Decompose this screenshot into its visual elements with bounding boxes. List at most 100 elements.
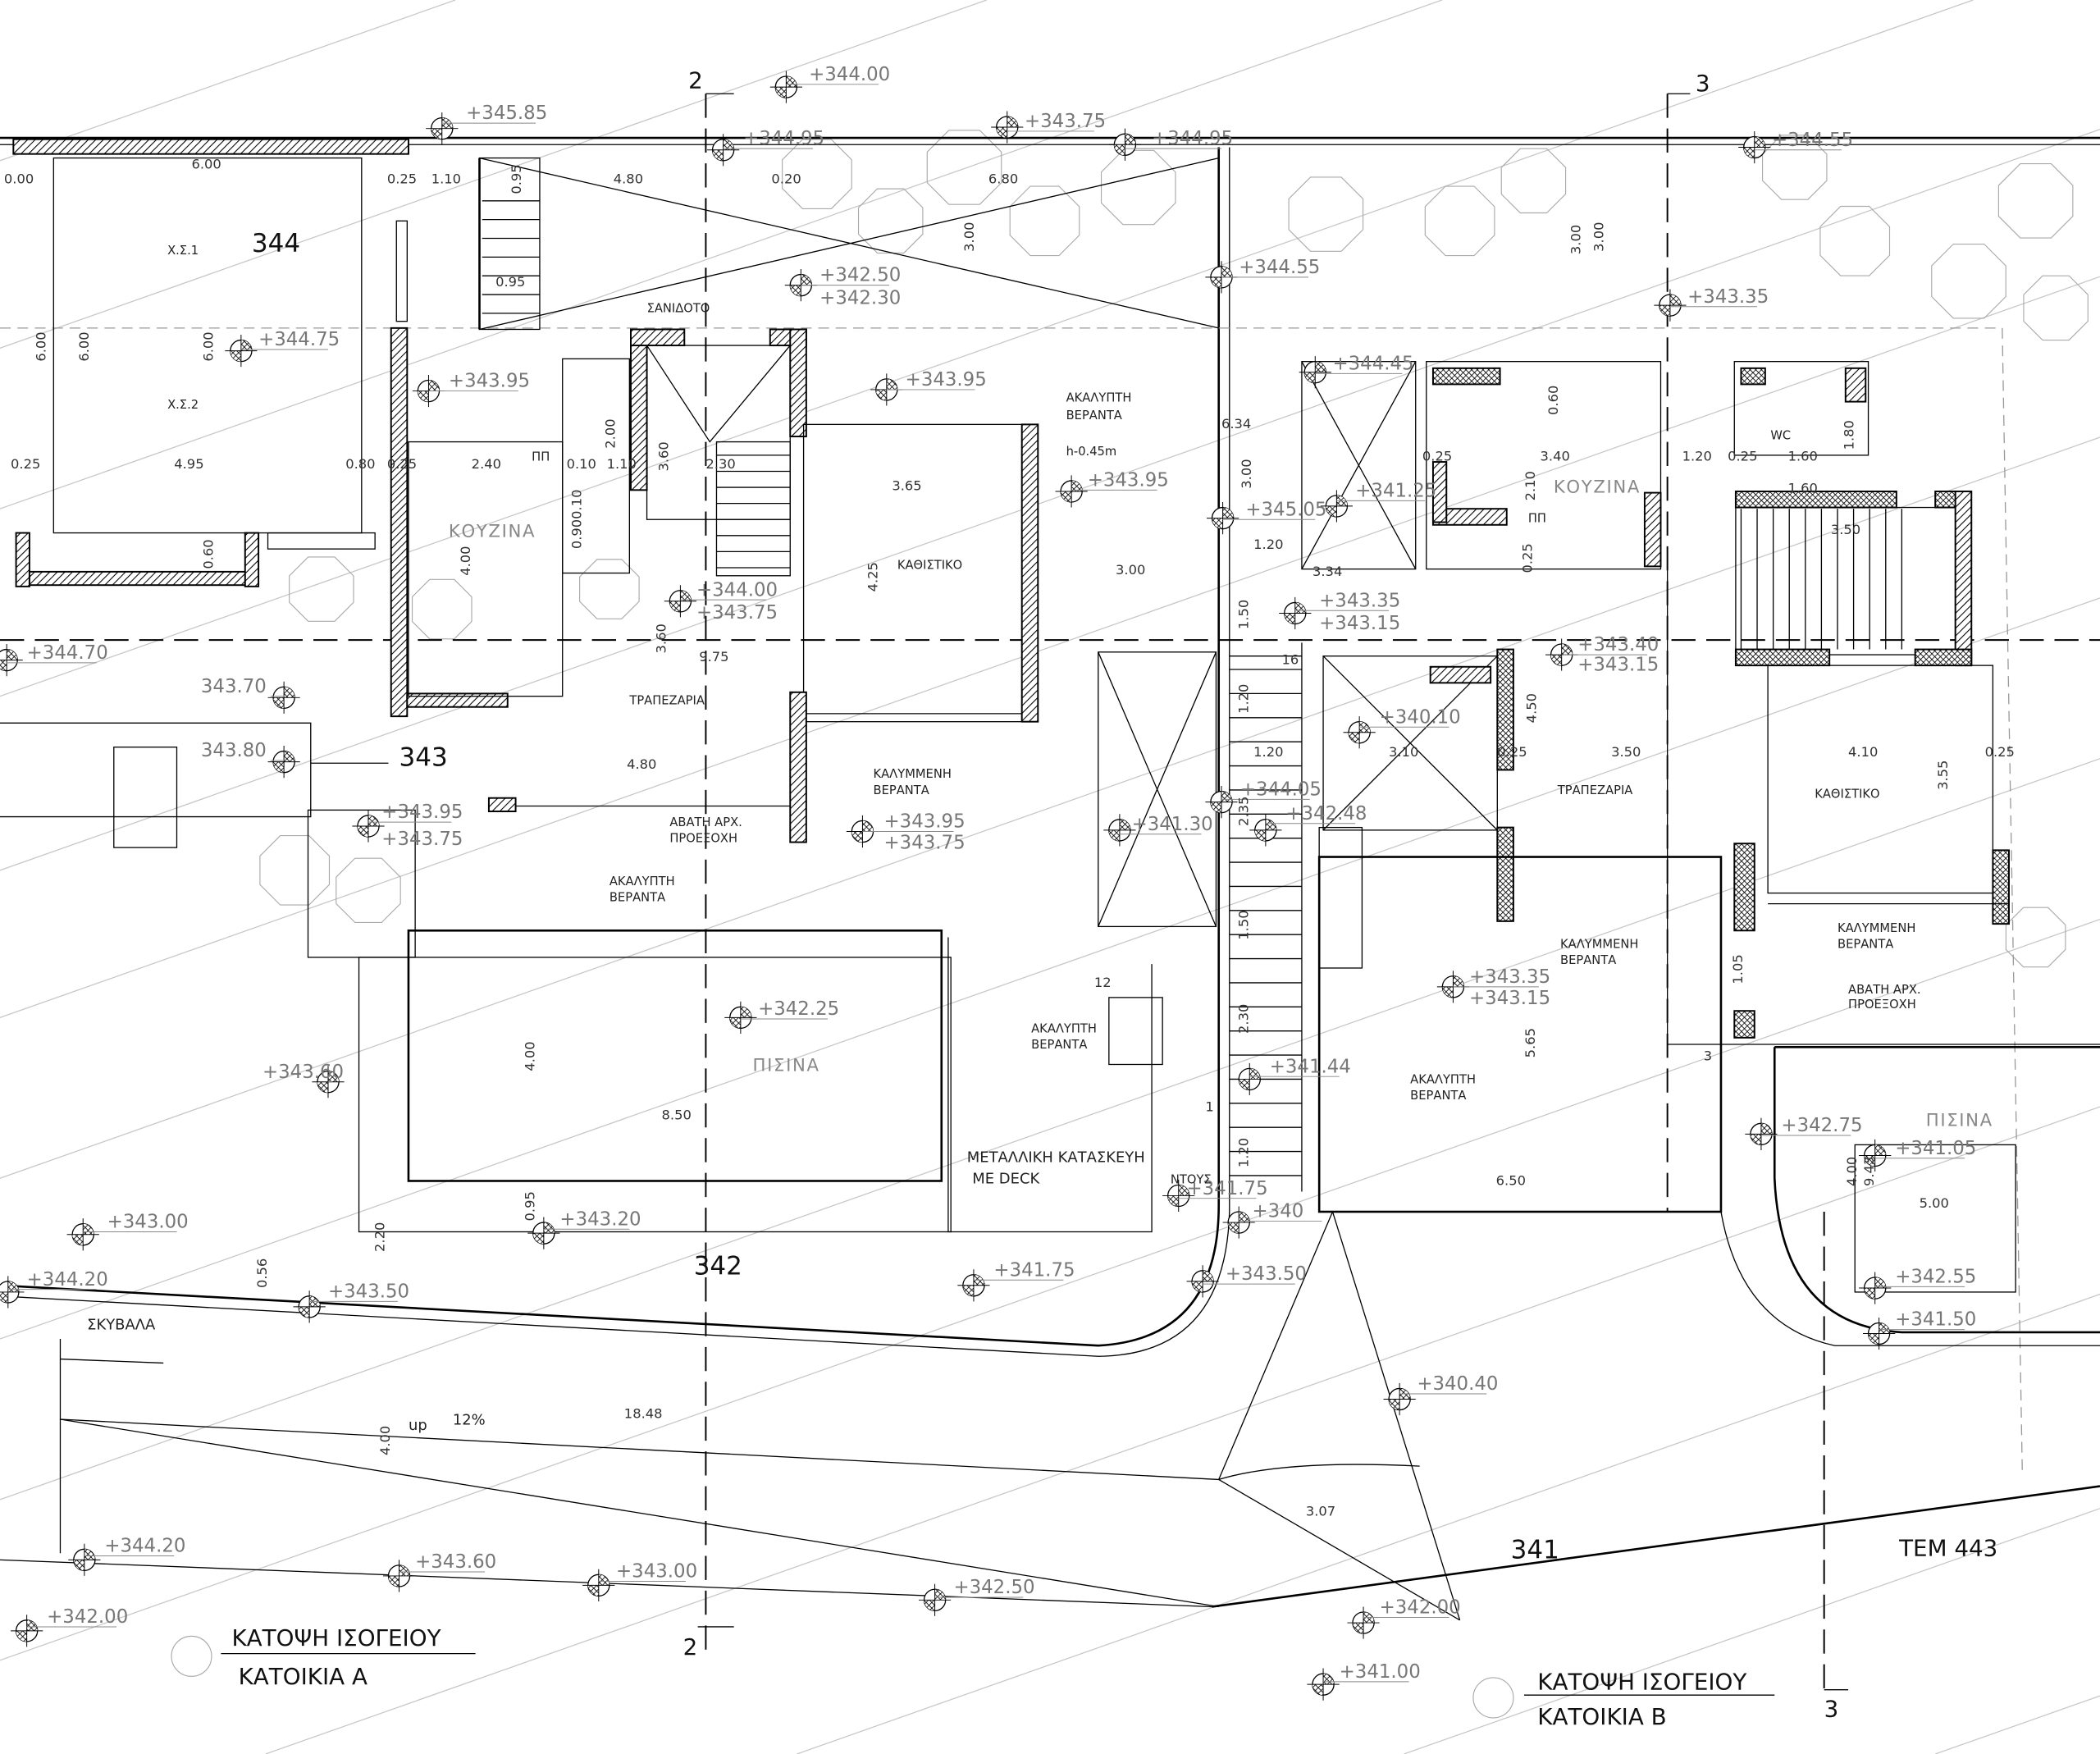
dimension-label: 4.50: [1524, 693, 1540, 723]
room-label: ΝΤΟΥΣ: [1171, 1173, 1212, 1187]
dimension-label: 2.20: [372, 1222, 388, 1252]
level-marker-icon: [0, 1276, 97, 1309]
level-marker-icon: [412, 374, 518, 408]
room-label: ΚΑΛΥΜΜΕΝΗ: [1838, 921, 1915, 935]
level-label: +343.75: [696, 602, 778, 623]
dimension-label: 0.25: [1497, 744, 1527, 760]
tree-icon: [336, 857, 401, 924]
level-label: 343.80: [201, 740, 267, 761]
room-label: WC: [1770, 428, 1791, 442]
level-marker-icon: [957, 1269, 1064, 1302]
dimension-label: 1.20: [1253, 744, 1283, 760]
dimension-label: 3.50: [1831, 522, 1860, 537]
room-label: ΑΚΑΛΥΠΤΗ: [1066, 391, 1132, 405]
plot-number-341: 341: [1511, 1536, 1559, 1565]
dimension-label: 9.43: [1861, 1157, 1877, 1186]
level-label: +343.50: [1226, 1263, 1307, 1285]
room-label: ΒΕΡΑΝΤΑ: [1838, 938, 1893, 952]
dimension-label: 4.00: [522, 1041, 537, 1071]
level-label: +342.25: [758, 998, 839, 1020]
dimension-label: 3: [1704, 1048, 1712, 1064]
level-marker-icon: [1383, 1382, 1487, 1416]
room-label: ΠΠ: [1528, 512, 1546, 526]
dimension-label: 2.30: [1236, 1004, 1252, 1034]
tree-icon: [2023, 275, 2089, 341]
level-label: +342.50: [953, 1577, 1034, 1598]
title-a-line1: ΚΑΤΟΨΗ ΙΣΟΓΕΙΟΥ: [231, 1624, 441, 1651]
room-label: ΒΕΡΑΝΤΑ: [1031, 1038, 1087, 1052]
tree-icon: [1931, 243, 2006, 319]
level-marker-icon: [1347, 1606, 1449, 1639]
dimension-label: 0.25: [1985, 744, 2015, 760]
room-label: ΒΕΡΑΝΤΑ: [609, 890, 665, 904]
level-marker-icon: [664, 585, 766, 618]
dimension-label: 2.35: [1236, 797, 1252, 826]
level-marker-icon: [1055, 475, 1157, 508]
dimension-label: 1.50: [1236, 910, 1252, 939]
plot-number-tem443: ΤΕΜ 443: [1898, 1534, 1997, 1561]
dimension-label: 3.00: [1116, 562, 1145, 578]
level-label: +340: [1253, 1201, 1304, 1222]
dimension-label: 2.10: [1522, 471, 1538, 500]
dimension-label: 3.34: [1312, 564, 1342, 579]
level-marker-icon: [724, 1001, 828, 1034]
section-2-top-label: 2: [688, 67, 703, 94]
level-marker-icon: [1279, 596, 1390, 630]
dimension-label: 0.25: [1728, 448, 1757, 464]
room-label: ΠΙΣΙΝΑ: [1926, 1111, 1993, 1131]
plot-number-342: 342: [694, 1252, 742, 1281]
room-label: Χ.Σ.1: [167, 244, 199, 258]
level-label: +344.95: [1152, 128, 1233, 149]
level-label: +343.00: [107, 1212, 189, 1233]
room-label: ΚΑΘΙΣΤΙΚΟ: [897, 559, 962, 573]
dimension-label: 3.00: [961, 222, 977, 252]
level-marker-icon: [1205, 786, 1310, 819]
section-2-bottom-label: 2: [683, 1633, 698, 1660]
level-label: +343.35: [1319, 590, 1400, 611]
level-marker-icon: [1320, 490, 1426, 523]
dimension-label: 6.00: [201, 331, 217, 361]
dimension-label: 3.00: [1239, 459, 1254, 488]
level-label: +344.95: [743, 128, 824, 149]
level-label: +344.20: [27, 1269, 108, 1290]
dimension-label: 0.95: [509, 164, 524, 194]
level-label: +341.44: [1270, 1056, 1351, 1077]
title-b-line1: ΚΑΤΟΨΗ ΙΣΟΓΕΙΟΥ: [1537, 1669, 1746, 1696]
level-label: +343.15: [1577, 655, 1659, 676]
dimension-label: 1.10: [607, 456, 637, 472]
dimension-label: 18.48: [624, 1405, 663, 1421]
dimension-label: 0.95: [495, 274, 525, 290]
level-label: +344.55: [1239, 257, 1320, 278]
dimension-label: 0.25: [1422, 448, 1452, 464]
tree-icon: [1424, 185, 1495, 257]
room-label: ΠΙΣΙΝΑ: [753, 1056, 820, 1076]
dimension-label: 3.60: [653, 623, 669, 653]
dimension-label: 8.50: [662, 1107, 692, 1122]
dimension-label: 3.07: [1306, 1503, 1335, 1519]
room-label: ΤΡΑΠΕΖΑΡΙΑ: [628, 693, 705, 707]
dimension-label: 3.10: [1389, 744, 1418, 760]
level-marker-icon: [267, 746, 300, 779]
room-label: ΚΟΥΖΙΝΑ: [1554, 477, 1641, 498]
level-label: +343.15: [1469, 988, 1550, 1009]
dimension-label: 4.00: [377, 1426, 393, 1455]
level-marker-icon: [225, 335, 328, 368]
dimension-label: 0.00: [4, 171, 34, 187]
dimension-label: 16: [1281, 652, 1299, 668]
house-a-walls: [0, 138, 1219, 1233]
room-label: ΒΕΡΑΝΤΑ: [1066, 409, 1122, 423]
title-a-line2: ΚΑΤΟΙΚΙΑ Α: [239, 1663, 368, 1690]
dimension-label: 1.20: [1236, 1138, 1252, 1167]
level-label: +341.05: [1895, 1138, 1976, 1159]
section-3-bottom-label: 3: [1824, 1695, 1839, 1722]
level-marker-icon: [1108, 128, 1221, 161]
dimension-label: 4.00: [1844, 1157, 1860, 1186]
level-label: +345.05: [1245, 499, 1326, 520]
dimension-label: 3.00: [1591, 222, 1606, 252]
level-marker-icon: [1249, 814, 1356, 847]
dimension-label: 4.25: [865, 562, 880, 592]
room-label: ΣΑΝΙΔΟΤΟ: [647, 301, 710, 315]
room-label: ΜΕΤΑΛΛΙΚΗ ΚΑΤΑΣΚΕΥΗ: [967, 1149, 1145, 1167]
level-label: +342.48: [1285, 803, 1367, 824]
